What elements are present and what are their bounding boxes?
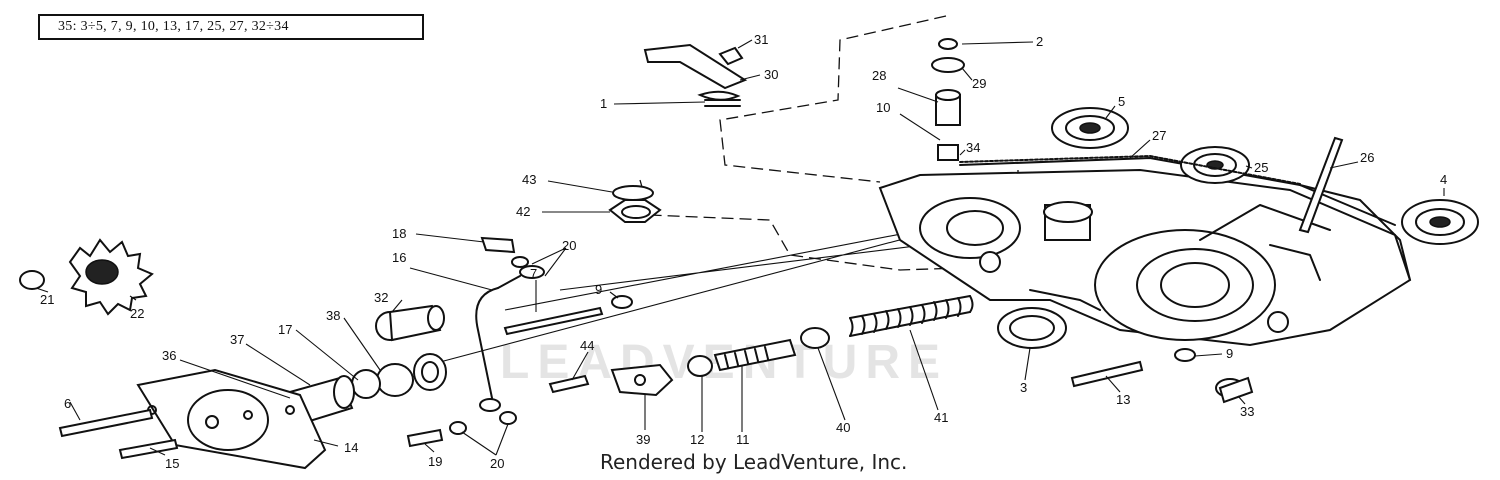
washer-20-bottom-b [499, 411, 517, 425]
bushing-33 [1215, 376, 1254, 404]
callout-labels: 2 29 28 10 34 5 27 25 26 4 31 30 1 43 42… [40, 32, 1447, 471]
callout-10: 10 [876, 100, 890, 115]
sensor-assembly [931, 38, 965, 161]
callout-6: 6 [64, 396, 71, 411]
piston-11 [713, 338, 797, 372]
callout-5: 5 [1118, 94, 1125, 109]
callout-21: 21 [40, 292, 54, 307]
seal-38 [413, 353, 447, 391]
callout-33: 33 [1240, 404, 1254, 419]
shaft-26 [1298, 136, 1344, 234]
cover-14 [136, 368, 327, 470]
nut-42 [608, 185, 662, 223]
callout-41: 41 [934, 410, 948, 425]
callout-13: 13 [1116, 392, 1130, 407]
callout-31: 31 [754, 32, 768, 47]
washer-20-bottom-a [449, 421, 467, 435]
callout-2: 2 [1036, 34, 1043, 49]
callout-38: 38 [326, 308, 340, 323]
ring-37 [351, 369, 381, 399]
flange-39 [610, 363, 674, 397]
bolt-15 [118, 438, 179, 460]
callout-9-right: 9 [1226, 346, 1233, 361]
bearing-5 [1051, 107, 1129, 149]
callout-14: 14 [344, 440, 358, 455]
callout-15: 15 [165, 456, 179, 471]
callout-26: 26 [1360, 150, 1374, 165]
callout-19: 19 [428, 454, 442, 469]
seal-3 [997, 307, 1067, 349]
bolt-7 [503, 306, 604, 336]
oring-40 [800, 327, 830, 349]
callout-25: 25 [1254, 160, 1268, 175]
bearing-25 [1180, 146, 1250, 184]
sprocket-22 [68, 238, 154, 316]
callout-36: 36 [162, 348, 176, 363]
footer-credit: Rendered by LeadVenture, Inc. [600, 450, 908, 474]
callout-20-top: 20 [562, 238, 576, 253]
callout-44: 44 [580, 338, 594, 353]
callout-28: 28 [872, 68, 886, 83]
gasket-27 [959, 155, 1301, 185]
callout-42: 42 [516, 204, 530, 219]
kit-note-box: 35: 3÷5, 7, 9, 10, 13, 17, 25, 27, 32÷34 [38, 14, 424, 40]
callout-18: 18 [392, 226, 406, 241]
bolt-13 [1070, 360, 1144, 388]
callout-40: 40 [836, 420, 850, 435]
callout-1: 1 [600, 96, 607, 111]
callout-11: 11 [736, 432, 750, 447]
callout-9-left: 9 [595, 282, 602, 297]
callout-17: 17 [278, 322, 292, 337]
bushing-32 [375, 304, 445, 342]
callout-29: 29 [972, 76, 986, 91]
bracket-30 [643, 43, 748, 107]
callout-37: 37 [230, 332, 244, 347]
collar-12 [687, 355, 713, 377]
oil-pipe-16 [475, 265, 545, 412]
callout-20-bottom: 20 [490, 456, 504, 471]
leader-lines [35, 39, 1445, 456]
callout-34: 34 [966, 140, 980, 155]
washer-9-right [1174, 348, 1196, 362]
banjo-bolt-18 [480, 236, 516, 254]
callout-27: 27 [1152, 128, 1166, 143]
callout-22: 22 [130, 306, 144, 321]
callout-32: 32 [374, 290, 388, 305]
spring-41 [849, 295, 974, 337]
callout-43: 43 [522, 172, 536, 187]
bolt-19 [406, 428, 444, 448]
callout-7: 7 [530, 266, 537, 281]
callout-30: 30 [764, 67, 778, 82]
callout-4: 4 [1440, 172, 1447, 187]
clip-21 [19, 270, 45, 290]
bolt-6 [58, 408, 154, 438]
crankcase [878, 157, 1412, 347]
washer-20-top [511, 256, 529, 268]
callout-3: 3 [1020, 380, 1027, 395]
callout-12: 12 [690, 432, 704, 447]
callout-16: 16 [392, 250, 406, 265]
washer-9-left [611, 295, 633, 309]
bearing-4 [1401, 199, 1479, 245]
ring-17 [376, 363, 414, 397]
callout-39: 39 [636, 432, 650, 447]
